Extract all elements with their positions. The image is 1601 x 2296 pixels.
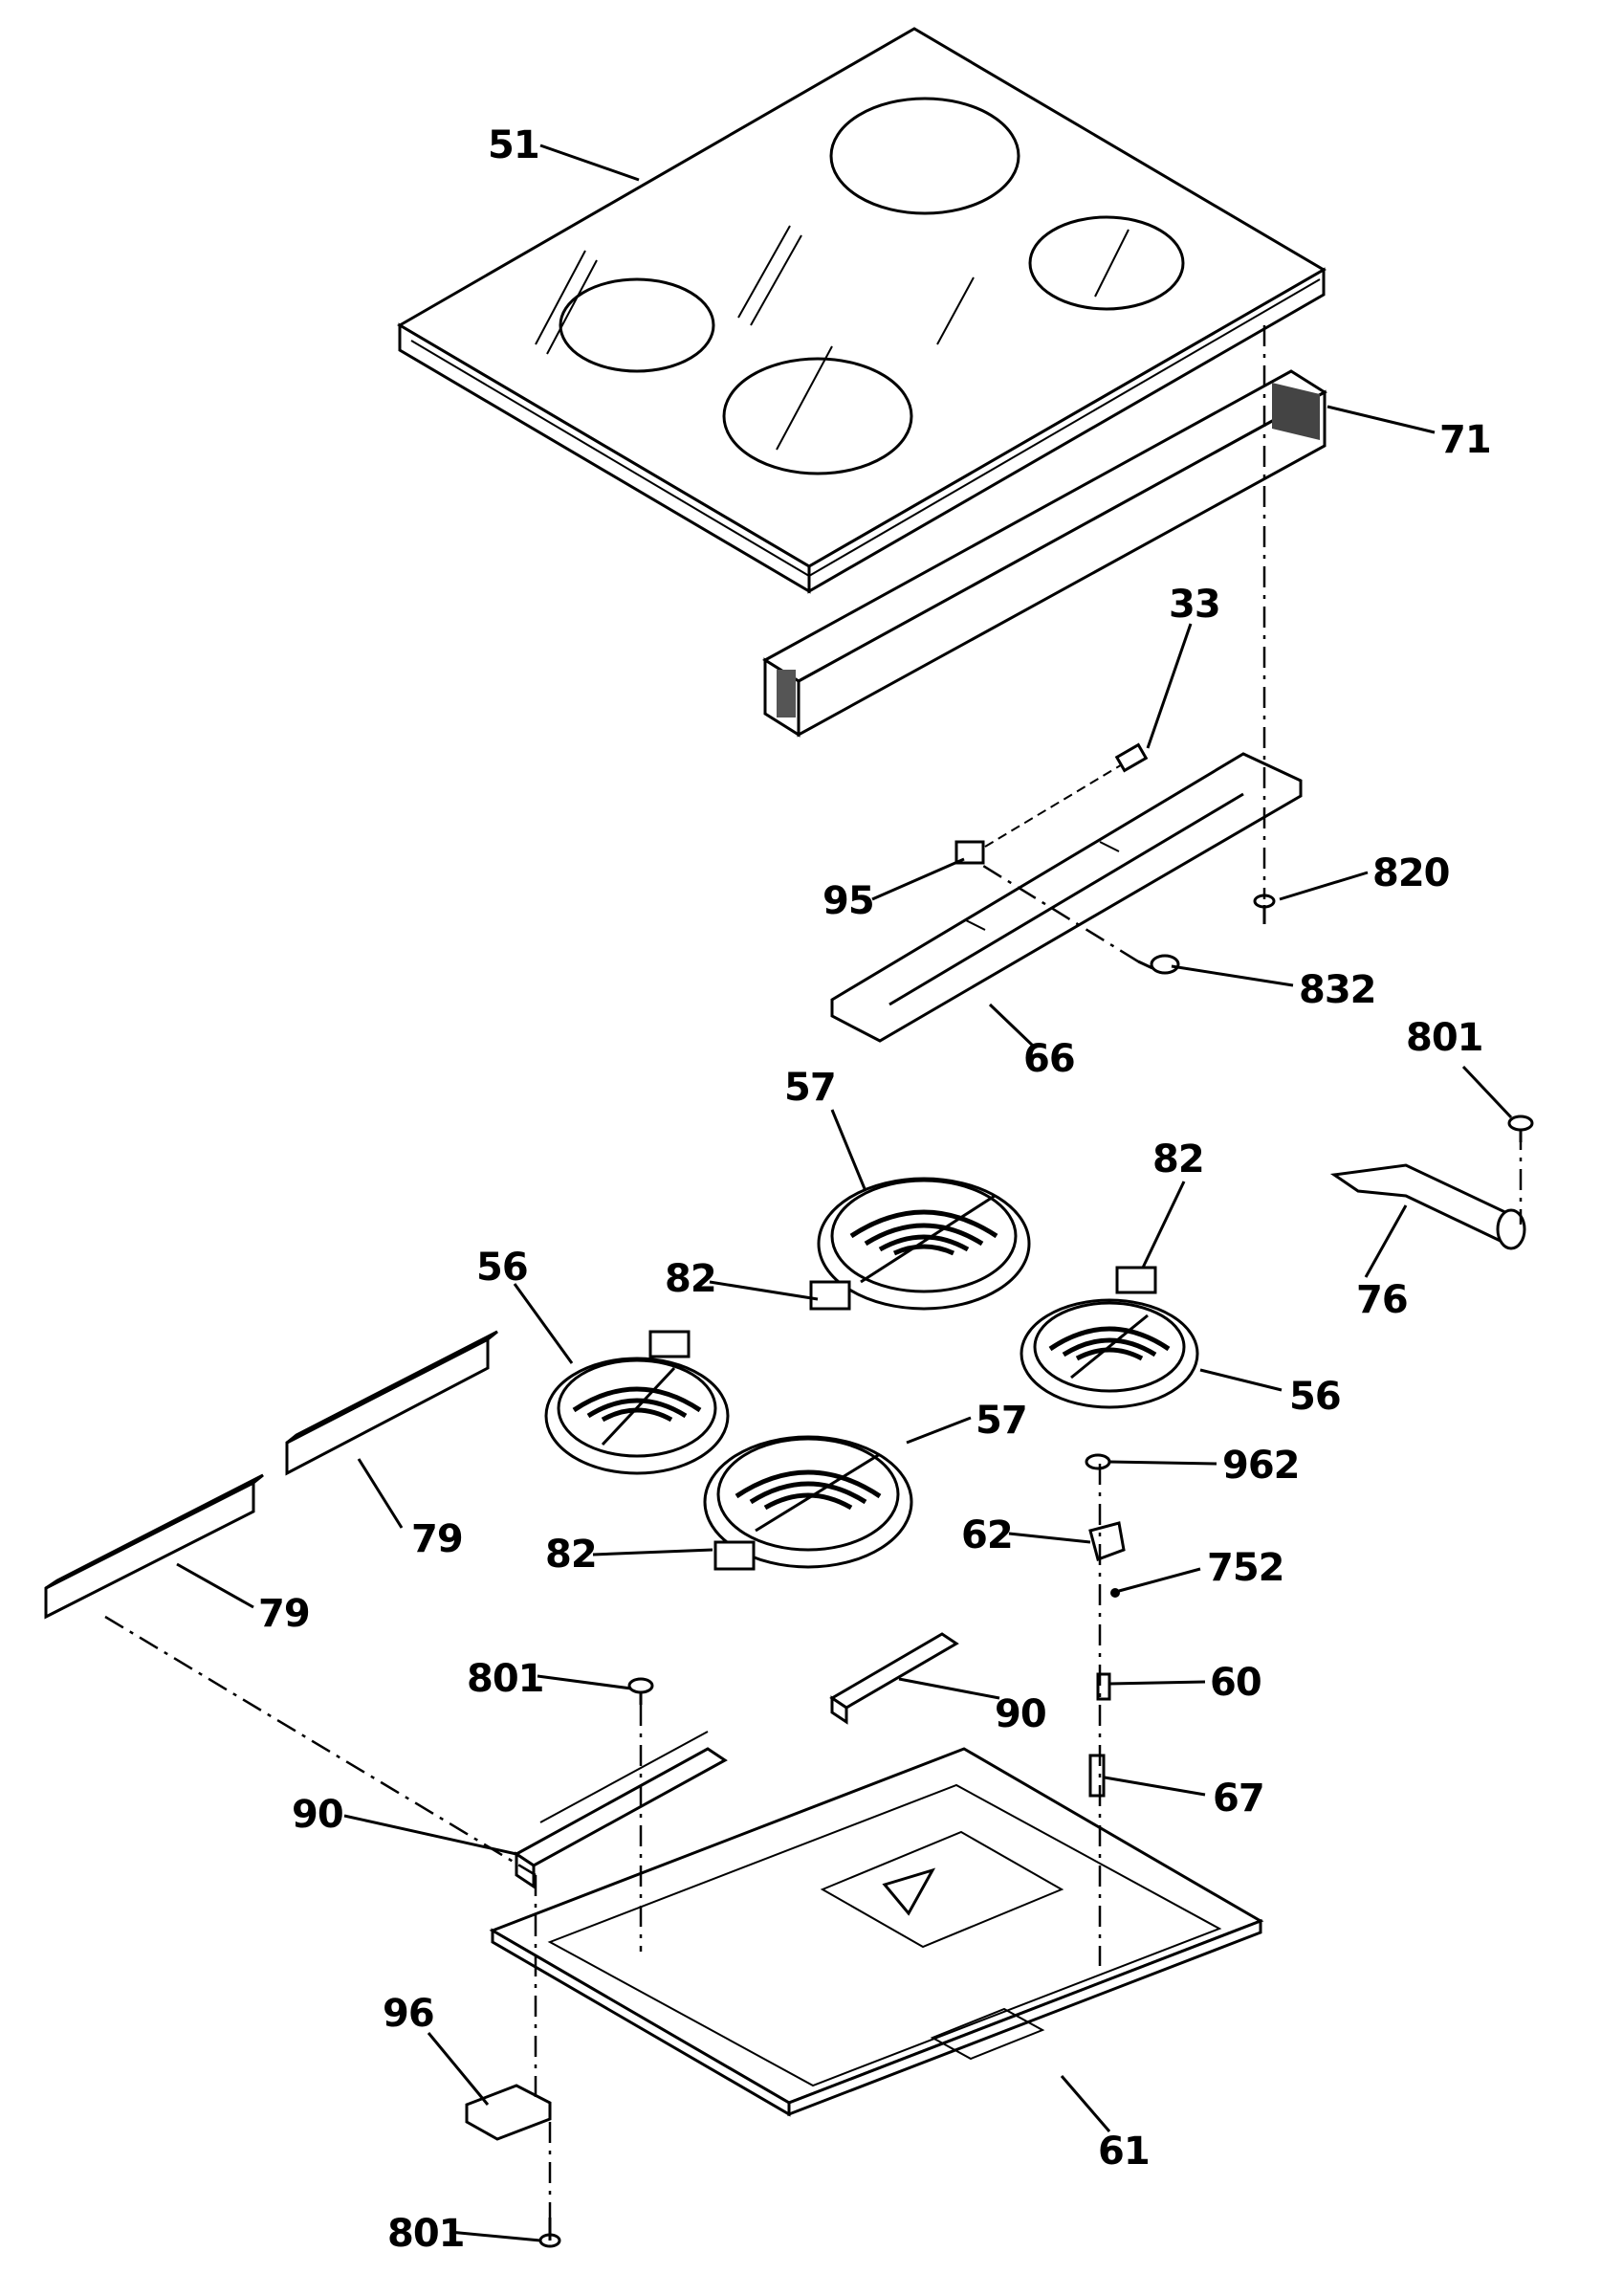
label-82-mid: 82 (665, 1257, 716, 1301)
washer-962 (1085, 1453, 1111, 1470)
label-82-top: 82 (1152, 1137, 1204, 1181)
nut-752 (1110, 1588, 1120, 1598)
label-801-top: 801 (1406, 1016, 1483, 1060)
label-801-bottom: 801 (387, 2212, 465, 2256)
label-90-upper: 90 (995, 1692, 1046, 1736)
label-51: 51 (488, 123, 539, 167)
label-33: 33 (1169, 583, 1220, 627)
label-79-lower: 79 (258, 1592, 310, 1636)
label-71: 71 (1439, 418, 1491, 462)
screw-832 (1137, 954, 1180, 975)
screw-801-mid (627, 1677, 654, 1705)
leader-lines (176, 144, 1513, 2242)
label-61: 61 (1098, 2130, 1150, 2174)
sensor-wire (984, 742, 1149, 848)
label-79-upper: 79 (411, 1517, 463, 1561)
label-96: 96 (383, 1992, 434, 2036)
radiant-element-small-left (544, 1330, 730, 1475)
label-95: 95 (822, 879, 874, 923)
vent-tube (1329, 1163, 1526, 1250)
part-labels: 51 71 33 95 820 832 66 801 57 82 76 56 8… (258, 123, 1492, 2256)
bracket-96 (465, 2084, 552, 2141)
label-56-right: 56 (1289, 1375, 1341, 1419)
side-bracket-lower (44, 1473, 264, 1620)
label-60: 60 (1210, 1661, 1261, 1705)
label-832: 832 (1299, 968, 1376, 1012)
side-bracket-upper (285, 1330, 498, 1476)
label-56-left: 56 (476, 1246, 528, 1290)
trim-strip (762, 369, 1327, 738)
label-90-lower: 90 (292, 1793, 343, 1837)
label-820: 820 (1372, 851, 1450, 895)
base-pan (489, 1747, 1264, 2117)
stud-67 (1088, 1754, 1106, 1798)
label-82-bottom: 82 (545, 1533, 597, 1577)
radiant-element-small-right (1020, 1266, 1199, 1409)
label-57-top: 57 (784, 1066, 836, 1110)
screw-820 (1253, 894, 1276, 924)
rail-upper (829, 1632, 959, 1725)
label-62: 62 (961, 1513, 1013, 1557)
clip-62 (1088, 1521, 1126, 1561)
radiant-element-large-front (703, 1435, 913, 1571)
radiant-element-large-rear (809, 1177, 1031, 1311)
label-801-mid: 801 (467, 1657, 544, 1701)
screw-801-bottom (538, 2218, 561, 2248)
label-962: 962 (1222, 1444, 1300, 1488)
label-67: 67 (1213, 1777, 1264, 1821)
rail-lower (514, 1731, 728, 1889)
cooktop-glass (397, 27, 1327, 594)
label-76: 76 (1356, 1278, 1408, 1322)
label-752: 752 (1207, 1546, 1284, 1590)
support-channel (830, 752, 1303, 1043)
assembly-centerlines (104, 325, 1523, 2219)
label-57-bottom: 57 (976, 1399, 1027, 1443)
label-66: 66 (1023, 1037, 1075, 1081)
